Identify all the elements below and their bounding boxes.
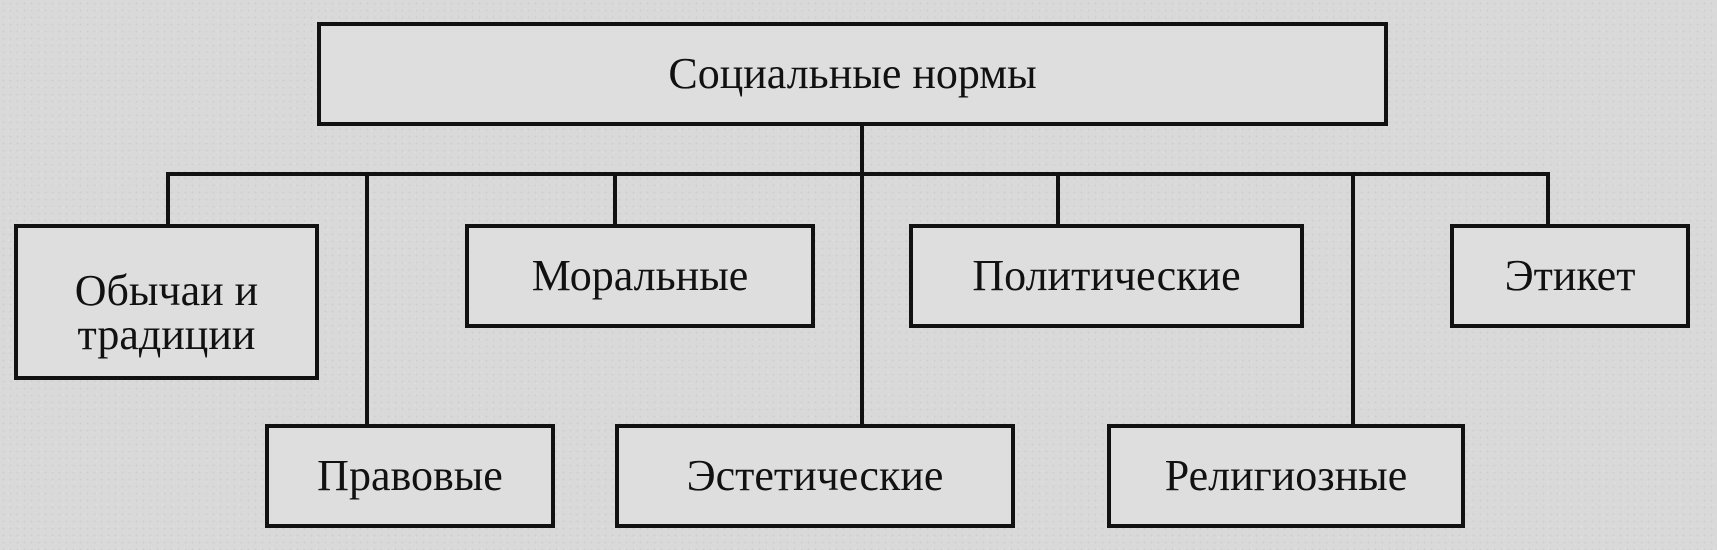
root-node-social-norms: Социальные нормы — [317, 22, 1388, 126]
node-religious: Религиозные — [1107, 424, 1465, 528]
node-legal: Правовые — [265, 424, 555, 528]
node-label-moral: Моральные — [531, 251, 749, 300]
node-label-religious: Религиозные — [1164, 451, 1408, 500]
node-label-etiquette: Этикет — [1504, 251, 1636, 300]
node-label-legal: Правовые — [317, 451, 503, 500]
node-aesthetic: Эстетические — [615, 424, 1015, 528]
root-node-label: Социальные нормы — [668, 49, 1037, 98]
node-label-political: Политические — [972, 251, 1241, 300]
node-moral: Моральные — [465, 224, 815, 328]
node-political: Политические — [909, 224, 1304, 328]
node-label-aesthetic: Эстетические — [686, 451, 944, 500]
node-customs-and-traditions: Обычаи и традиции — [14, 224, 319, 380]
node-etiquette: Этикет — [1450, 224, 1690, 328]
node-label-customs: Обычаи и традиции — [74, 266, 259, 359]
